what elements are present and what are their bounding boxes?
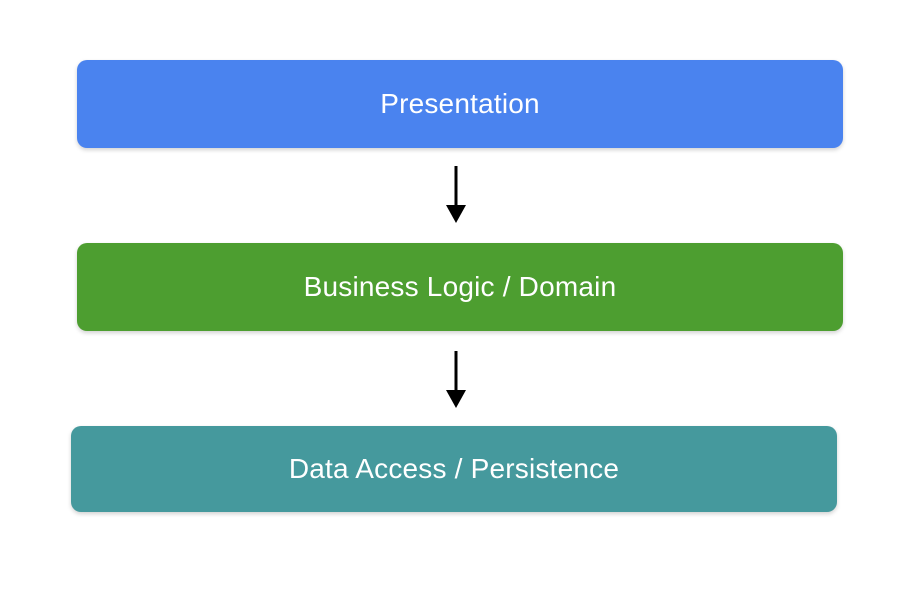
layer-label-business-logic: Business Logic / Domain (303, 271, 617, 302)
layer-node-data-access: Data Access / Persistence (71, 426, 837, 512)
arrow-down-icon (446, 351, 466, 408)
layer-node-business-logic: Business Logic / Domain (77, 243, 843, 331)
layer-node-presentation: Presentation (77, 60, 843, 148)
arrow-down-icon (446, 166, 466, 223)
layer-label-data-access: Data Access / Persistence (288, 453, 620, 484)
layer-label-presentation: Presentation (380, 88, 540, 119)
